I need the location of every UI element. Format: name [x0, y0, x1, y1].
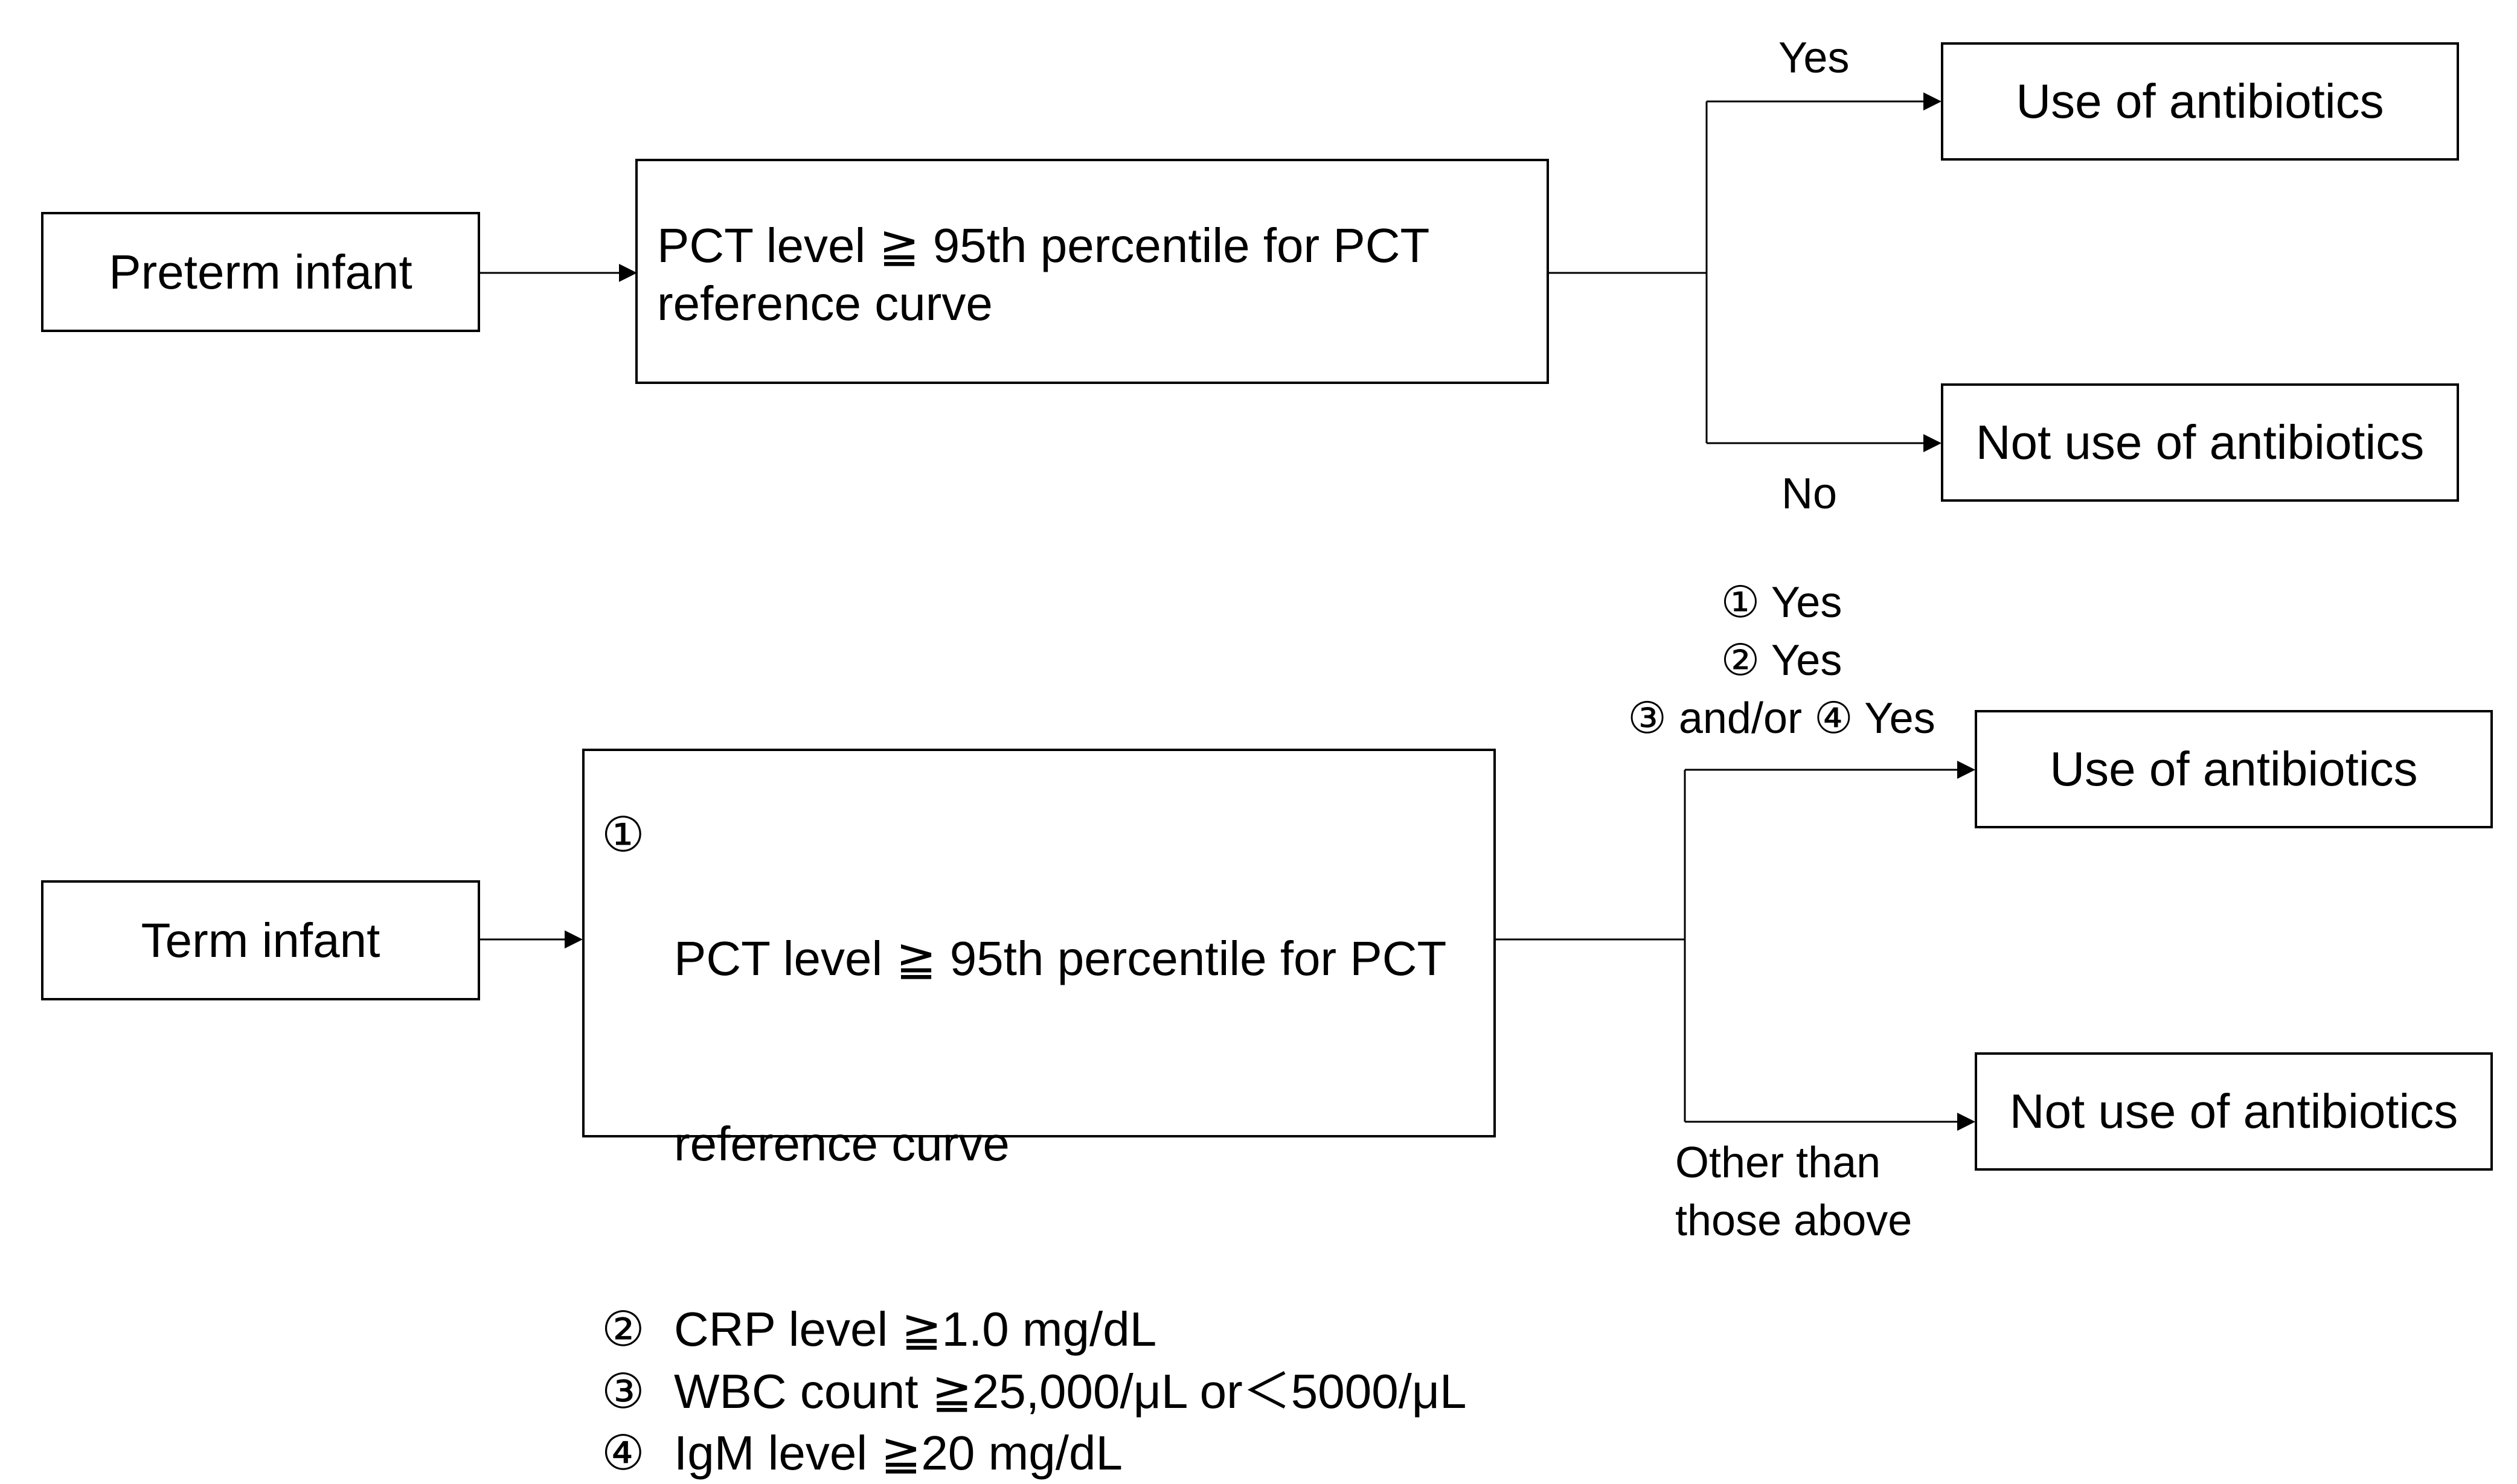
preterm-infant-box: Preterm infant: [41, 212, 480, 332]
preterm-criterion-line1: PCT level ≧ 95th percentile for PCT: [657, 219, 1430, 272]
criterion-1-line1: PCT level ≧ 95th percentile for PCT: [674, 931, 1447, 985]
criterion-3-text: WBC count ≧25,000/μL or＜5000/μL: [674, 1364, 1467, 1418]
criterion-1-line2: reference curve: [674, 1116, 1010, 1171]
term-branch-other-line1: Other than: [1675, 1139, 1881, 1187]
term-outcome-no-box: Not use of antibiotics: [1975, 1052, 2493, 1171]
term-outcome-no-label: Not use of antibiotics: [2009, 1084, 2458, 1138]
criterion-4-text: IgM level ≧20 mg/dL: [674, 1425, 1123, 1480]
preterm-infant-label: Preterm infant: [109, 245, 412, 299]
term-outcome-yes-box: Use of antibiotics: [1975, 710, 2493, 828]
term-criterion-2: ② CRP level ≧1.0 mg/dL: [601, 1299, 1467, 1360]
preterm-outcome-no-label: Not use of antibiotics: [1975, 415, 2425, 469]
term-criterion-3: ③ WBC count ≧25,000/μL or＜5000/μL: [601, 1361, 1467, 1422]
term-infant-label: Term infant: [141, 913, 380, 967]
term-branch-yes-label: ① Yes ② Yes ③ and/or ④ Yes: [1600, 574, 1963, 747]
criterion-number-2: ②: [601, 1302, 645, 1357]
term-criteria-box: ① PCT level ≧ 95th percentile for PCT re…: [582, 749, 1496, 1480]
flowchart-connectors: [480, 92, 1975, 1131]
term-branch-other-label: Other than those above: [1675, 1134, 1912, 1250]
criterion-number-4: ④: [601, 1425, 645, 1480]
term-criterion-1: ① PCT level ≧ 95th percentile for PCT re…: [601, 804, 1467, 1299]
term-branch-yes-line2: ② Yes: [1720, 636, 1842, 685]
criterion-number-3: ③: [601, 1364, 645, 1418]
preterm-criterion-line2: reference curve: [657, 277, 993, 330]
term-outcome-yes-label: Use of antibiotics: [2050, 742, 2418, 796]
term-branch-yes-line3: ③ and/or ④ Yes: [1627, 694, 1935, 743]
term-branch-other-line2: those above: [1675, 1197, 1913, 1245]
term-criterion-4: ④ IgM level ≧20 mg/dL: [601, 1422, 1467, 1484]
preterm-criterion-box: PCT level ≧ 95th percentile for PCT refe…: [635, 159, 1549, 384]
preterm-outcome-yes-label: Use of antibiotics: [2016, 74, 2384, 128]
criterion-number-1: ①: [601, 808, 645, 862]
preterm-outcome-no-box: Not use of antibiotics: [1941, 383, 2459, 502]
term-criteria-list: ① PCT level ≧ 95th percentile for PCT re…: [601, 804, 1467, 1484]
criterion-2-text: CRP level ≧1.0 mg/dL: [674, 1302, 1157, 1357]
term-branch-yes-line1: ① Yes: [1720, 578, 1842, 627]
preterm-branch-yes-label: Yes: [1778, 34, 1850, 82]
term-infant-box: Term infant: [41, 880, 480, 1000]
preterm-branch-no-label: No: [1781, 470, 1838, 518]
preterm-outcome-yes-box: Use of antibiotics: [1941, 42, 2459, 161]
